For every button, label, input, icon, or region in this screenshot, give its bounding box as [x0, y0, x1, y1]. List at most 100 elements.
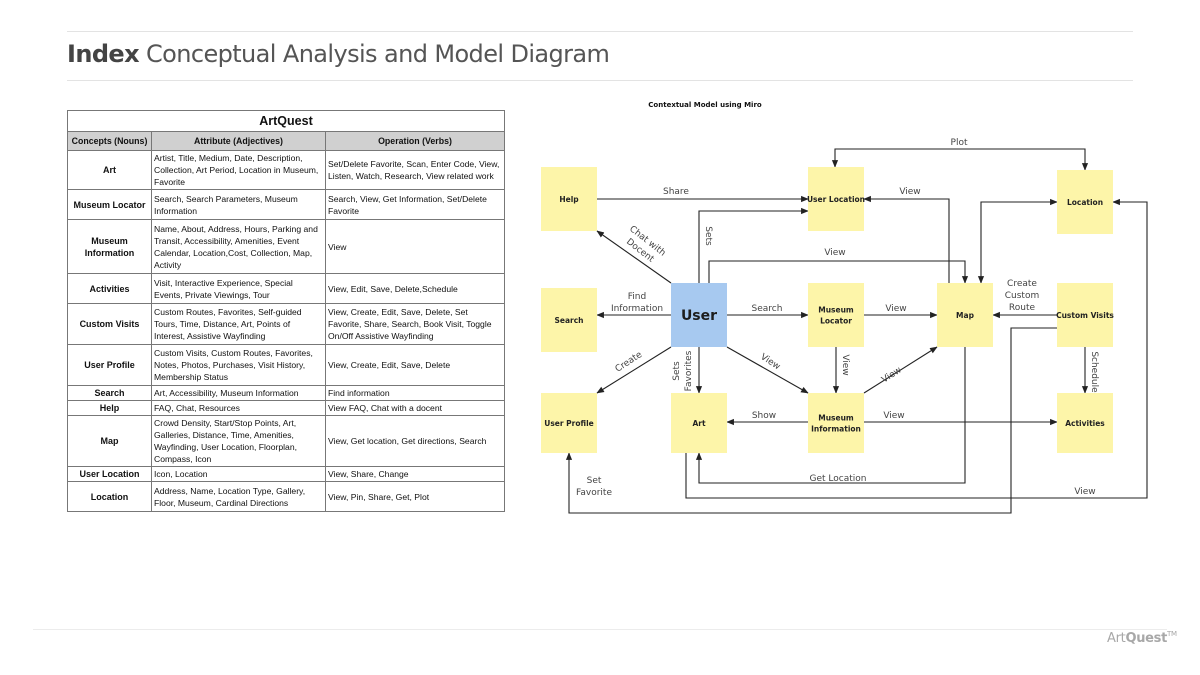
edge-plot — [831, 148, 1089, 171]
edge-label-line: Create — [614, 350, 645, 375]
edge-label-view-bottom: View — [1074, 487, 1095, 497]
attribute-cell: FAQ, Chat, Resources — [151, 400, 326, 416]
noun-cell: User Profile — [67, 344, 152, 386]
node-box — [671, 283, 727, 347]
node-art: Art — [671, 393, 727, 453]
edge-label-view-user-map: View — [824, 248, 845, 258]
operation-cell: View, Create, Edit, Save, Delete, Set Fa… — [325, 303, 505, 345]
edge-label-line: View — [824, 248, 845, 258]
node-label: Art — [692, 419, 706, 428]
edge-label-line: View — [1074, 487, 1095, 497]
edge-label-line: Sets — [672, 361, 682, 381]
node-box — [808, 283, 864, 347]
edge-view-info-map — [863, 346, 938, 394]
footer-brand-bold: Quest — [1125, 631, 1168, 646]
diagram-edges — [565, 148, 1148, 514]
top-divider — [67, 31, 1133, 32]
node-map: Map — [937, 283, 993, 347]
edge-label-view-info-activities: View — [883, 411, 904, 421]
operation-cell: Set/Delete Favorite, Scan, Enter Code, V… — [325, 150, 505, 190]
operation-cell: View, Share, Change — [325, 466, 505, 482]
edge-label-line: Get Location — [810, 474, 867, 484]
attribute-cell: Custom Visits, Custom Routes, Favorites,… — [151, 344, 326, 386]
operation-cell: View FAQ, Chat with a docent — [325, 400, 505, 416]
column-header-verbs: Operation (Verbs) — [325, 131, 505, 151]
node-box — [671, 393, 727, 453]
edge-chat-docent — [596, 230, 672, 284]
edge-map-location — [977, 198, 1058, 284]
footer-brand-light: Art — [1107, 631, 1126, 646]
node-label: User Profile — [544, 419, 594, 428]
node-box — [541, 393, 597, 453]
edge-label-line: View — [885, 304, 906, 314]
operation-cell: View, Edit, Save, Delete,Schedule — [325, 273, 505, 304]
attribute-cell: Custom Routes, Favorites, Self-guided To… — [151, 303, 326, 345]
node-label: Information — [811, 425, 861, 434]
node-box — [1057, 393, 1113, 453]
edge-view-bottom — [685, 198, 1148, 499]
noun-cell: Activities — [67, 273, 152, 304]
node-box — [1057, 283, 1113, 347]
node-box — [808, 393, 864, 453]
edge-get-location — [695, 347, 966, 484]
column-header-nouns: Concepts (Nouns) — [67, 131, 152, 151]
title-divider — [67, 80, 1133, 81]
edge-label-line: Search — [752, 304, 783, 314]
edge-set-favorite — [565, 327, 1057, 514]
edge-label-line: Schedule — [1089, 351, 1099, 393]
noun-cell: Search — [67, 385, 152, 401]
attribute-cell: Icon, Location — [151, 466, 326, 482]
noun-cell: Art — [67, 150, 152, 190]
noun-cell: Custom Visits — [67, 303, 152, 345]
noun-cell: User Location — [67, 466, 152, 482]
page-title-bold: Index — [67, 40, 140, 68]
noun-cell: Museum Information — [67, 219, 152, 274]
concept-table: ArtQuest Concepts (Nouns) Attribute (Adj… — [67, 110, 505, 512]
node-location: Location — [1057, 170, 1113, 234]
edge-label-line: Share — [663, 187, 689, 197]
edge-label-schedule: Schedule — [1089, 351, 1099, 393]
edge-label-line: Find — [628, 292, 646, 302]
node-activities: Activities — [1057, 393, 1113, 453]
operation-cell: Find information — [325, 385, 505, 401]
edge-label-get-location: Get Location — [810, 474, 867, 484]
attribute-cell: Name, About, Address, Hours, Parking and… — [151, 219, 326, 274]
edge-label-line: Show — [752, 411, 776, 421]
edge-label-view-userloc: View — [899, 187, 920, 197]
edge-label-sets: Sets — [703, 226, 713, 246]
attribute-cell: Address, Name, Location Type, Gallery, F… — [151, 481, 326, 512]
node-user: User — [671, 283, 727, 347]
edge-label-line: Favorite — [576, 488, 612, 498]
operation-cell: Search, View, Get Information, Set/Delet… — [325, 189, 505, 220]
operation-cell: View, Pin, Share, Get, Plot — [325, 481, 505, 512]
edge-label-chat-with-docent: Chat withDocent — [620, 224, 667, 268]
footer-divider — [33, 629, 1167, 630]
edge-label-line: Plot — [951, 138, 968, 148]
attribute-cell: Art, Accessibility, Museum Information — [151, 385, 326, 401]
node-box — [937, 283, 993, 347]
edge-label-line: View — [840, 354, 850, 375]
noun-cell: Location — [67, 481, 152, 512]
node-label: Location — [1067, 198, 1103, 207]
edge-label-line: Favorites — [684, 350, 694, 391]
node-box — [1057, 170, 1113, 234]
node-label: Locator — [820, 317, 852, 326]
node-user-profile: User Profile — [541, 393, 597, 453]
edge-label-show: Show — [752, 411, 776, 421]
edge-view-map-userloc — [863, 195, 950, 283]
node-label: Map — [956, 311, 975, 320]
edge-label-line: Set — [587, 476, 602, 486]
edge-label-view-locator-info: View — [840, 354, 850, 375]
node-box — [541, 288, 597, 352]
node-custom-visits: Custom Visits — [1056, 283, 1114, 347]
